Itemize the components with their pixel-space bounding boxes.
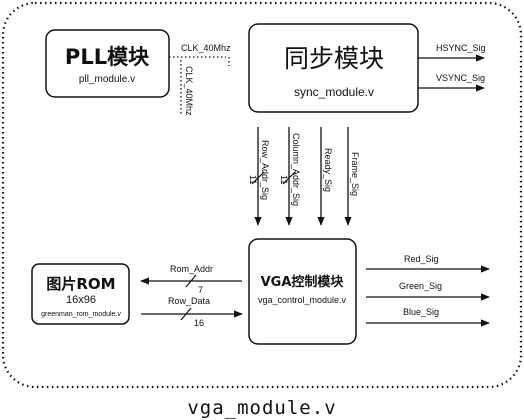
column-addr-bus-slash — [282, 171, 296, 185]
vga-control-module-block: VGA控制模块 vga_control_module.v — [248, 238, 357, 345]
row-data-label: Row_Data — [168, 296, 210, 306]
row-data-bus-slash — [180, 307, 192, 321]
green-sig-label: Green_Sig — [399, 281, 442, 291]
rom-module-file: greenman_rom_module.v — [41, 311, 121, 318]
pll-module-title: PLL模块 — [65, 45, 150, 69]
ready-sig-label: Ready_Sig — [323, 148, 333, 192]
red-sig-label: Red_Sig — [404, 254, 439, 264]
image-rom-module-block: 图片ROM 16x96 greenman_rom_module.v — [31, 263, 130, 325]
clk-label-horizontal: CLK_40Mhz — [181, 43, 231, 53]
outer-module-boundary — [1, 1, 523, 389]
clk-label-vertical: CLK_40Mhz — [184, 66, 194, 116]
rom-module-size: 16x96 — [66, 294, 96, 306]
row-data-width: 16 — [194, 318, 204, 328]
column-addr-label: Column_Addr_Sig — [291, 133, 301, 206]
rom-addr-label: Rom_Addr — [170, 264, 213, 274]
row-addr-bus-slash — [251, 171, 265, 185]
rom-module-title: 图片ROM — [46, 275, 115, 293]
frame-sig-label: Frame_Sig — [350, 152, 360, 196]
row-addr-width: 11 — [248, 175, 258, 184]
outer-module-label: vga_module.v — [187, 397, 336, 419]
column-addr-width: 11 — [279, 175, 289, 184]
rom-addr-bus-slash — [185, 274, 197, 288]
sync-module-title: 同步模块 — [284, 44, 384, 73]
sync-module-file: sync_module.v — [294, 85, 374, 99]
pll-module-block: PLL模块 pll_module.v — [45, 29, 170, 98]
vga-module-title: VGA控制模块 — [261, 274, 345, 290]
row-addr-label: Row_Addr_Sig — [260, 140, 270, 200]
blue-sig-label: Blue_Sig — [403, 307, 439, 317]
hsync-label: HSYNC_Sig — [436, 43, 486, 53]
vsync-label: VSYNC_Sig — [436, 73, 485, 83]
rom-addr-width: 7 — [198, 285, 203, 295]
pll-module-file: pll_module.v — [79, 74, 135, 85]
sync-module-block: 同步模块 sync_module.v — [248, 23, 419, 113]
vga-module-file: vga_control_module.v — [258, 295, 347, 305]
